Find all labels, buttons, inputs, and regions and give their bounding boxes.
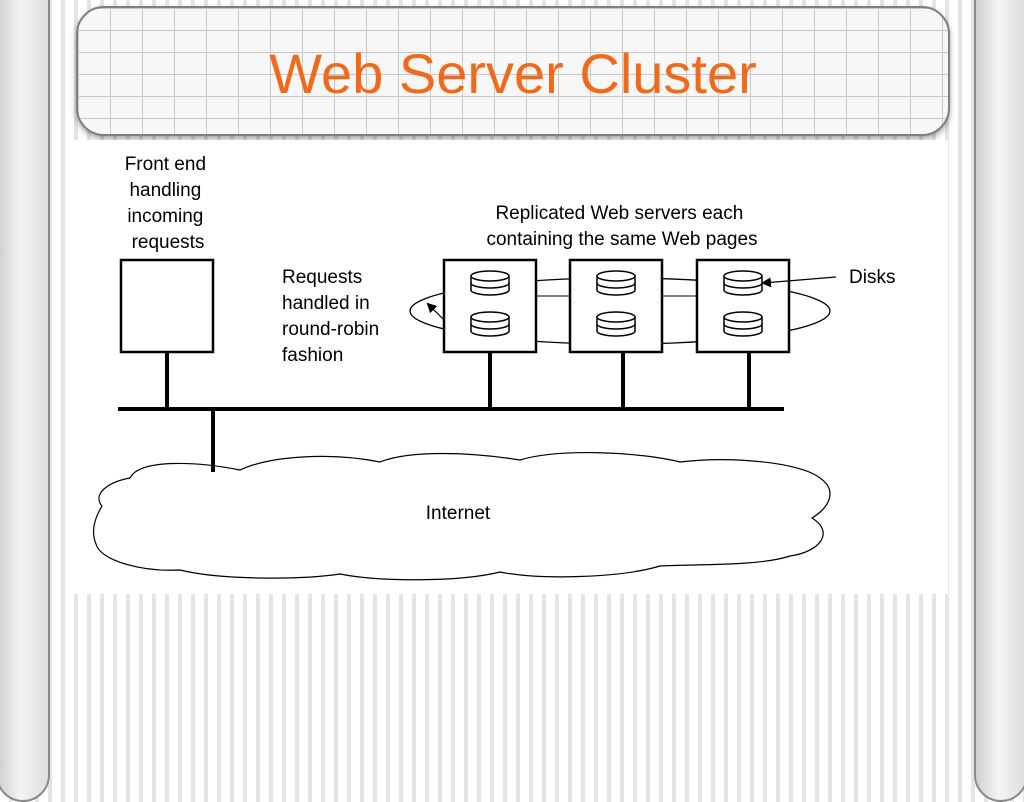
web-cluster-diagram: Front end handling incoming requests Rep… xyxy=(92,154,895,581)
right-decorative-bar xyxy=(974,0,1024,802)
disk-icon xyxy=(723,311,763,337)
round-robin-arrow xyxy=(426,302,445,321)
internet-cloud xyxy=(92,452,831,581)
disks-label: Disks xyxy=(849,267,895,288)
replicated-servers-label: Replicated Web servers each containing t… xyxy=(486,203,757,250)
diagram-area: Front end handling incoming requests Rep… xyxy=(72,140,948,594)
disk-icon xyxy=(723,270,763,296)
left-decorative-bar xyxy=(0,0,50,802)
front-end-label: Front end handling incoming requests xyxy=(125,154,212,253)
disk-icon xyxy=(596,270,636,296)
slide-title: Web Server Cluster xyxy=(269,42,757,105)
disk-icon xyxy=(470,311,510,337)
round-robin-label: Requests handled in round-robin fashion xyxy=(282,267,384,366)
internet-label: Internet xyxy=(426,503,491,524)
front-end-box xyxy=(119,258,215,354)
disk-icon xyxy=(470,270,510,296)
disks-arrow xyxy=(761,276,837,288)
disk-icon xyxy=(596,311,636,337)
title-panel: Web Server Cluster xyxy=(76,6,950,136)
